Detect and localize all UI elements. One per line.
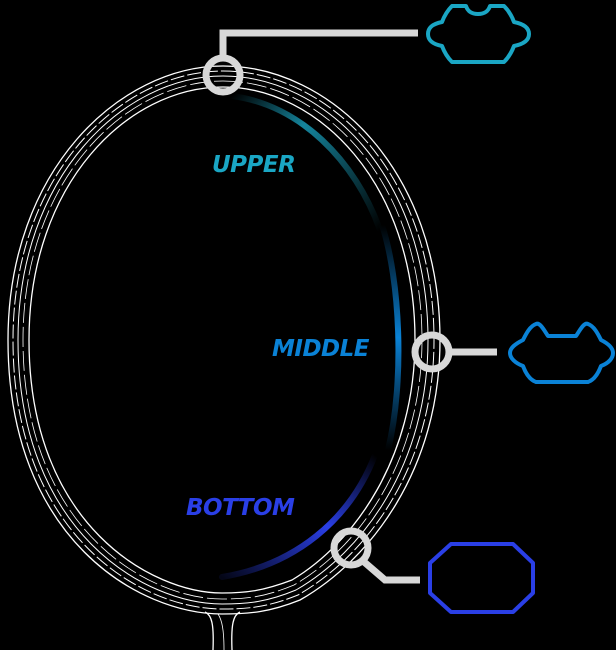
upper-zone-arc	[229, 93, 383, 233]
frame-outline-outer	[7, 65, 441, 615]
middle-marker-circle	[411, 331, 453, 373]
upper-cross-section-icon	[426, 4, 531, 64]
frame-outline-2	[12, 70, 435, 610]
middle-zone-arc	[379, 222, 402, 453]
upper-marker-callout	[202, 4, 531, 96]
bottom-zone-label: BOTTOM	[186, 495, 295, 521]
middle-marker-callout	[411, 321, 615, 384]
middle-cross-section-icon	[508, 321, 615, 384]
bottom-leader-line	[360, 558, 420, 584]
bottom-cross-section-icon	[428, 542, 535, 614]
bottom-marker-callout	[330, 527, 535, 614]
middle-zone-label: MIDDLE	[272, 336, 370, 362]
bottom-zone-arc	[219, 452, 378, 580]
bottom-marker-circle	[330, 527, 372, 569]
frame-outline-4	[22, 80, 423, 600]
upper-leader-line	[219, 29, 418, 57]
upper-marker-circle	[202, 54, 244, 96]
racket-frame	[7, 65, 441, 615]
racket-throat	[204, 611, 241, 650]
frame-outline-3	[17, 75, 429, 605]
upper-zone-label: UPPER	[212, 152, 295, 178]
frame-outline-inner	[28, 86, 416, 594]
